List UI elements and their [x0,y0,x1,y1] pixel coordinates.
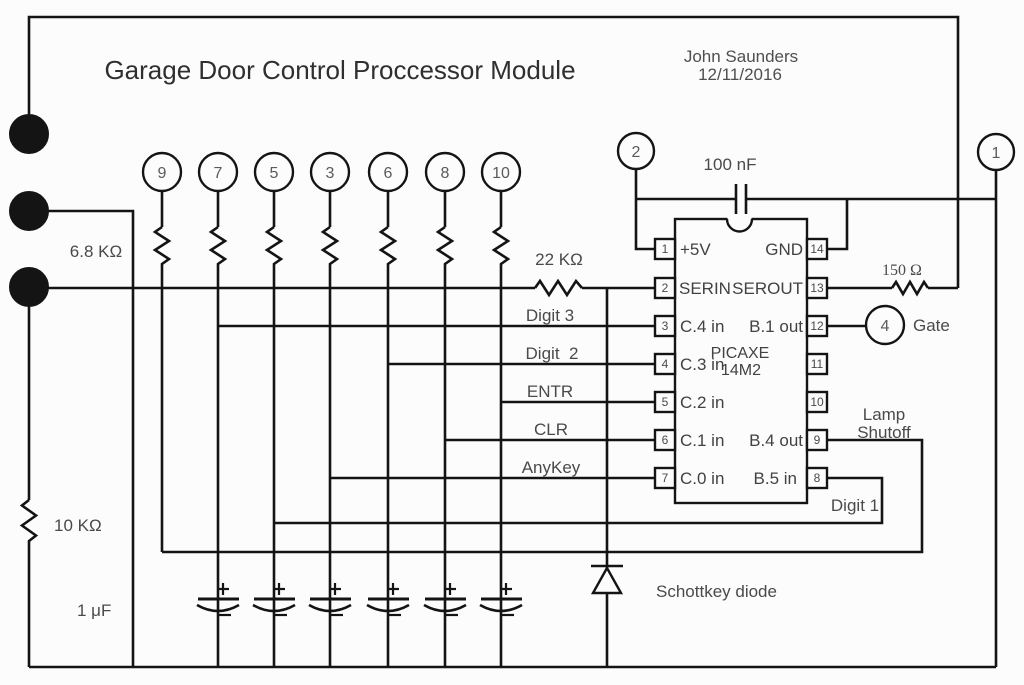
chip-left-pins: 1 2 3 4 5 6 7 +5V SERIN C.4 in C.3 in C.… [653,237,731,490]
capacitor [196,583,240,617]
pin-label-b4out: B.4 out [749,431,803,450]
terminal-black-bottom [9,267,49,307]
label-digit1: Digit 1 [831,496,879,515]
capacitor [423,583,467,617]
chip-name-line2: 14M2 [721,362,761,379]
label-100nf: 100 nF [704,155,757,174]
pin-number: 5 [662,395,669,409]
label-lamp-line2: Shutoff [857,423,911,442]
capacitor [308,583,352,617]
picaxe-chip: PICAXE 14M2 [673,216,809,505]
pin-number: 7 [662,471,669,485]
top-supply-line [634,169,998,251]
terminal-black-top [9,114,49,154]
keypad-terminal-label: 7 [214,165,223,182]
digit1-loop [274,476,884,525]
pin-number: 4 [662,357,669,371]
pin-number: 9 [814,433,821,447]
resistor-10k-zigzag [19,498,39,545]
resistor-22k-zigzag [533,278,583,298]
pin-label-b5in: B.5 in [754,469,797,488]
pin-number: 11 [811,357,824,371]
label-schottky-diode: Schottkey diode [656,582,777,601]
pin-label-b1out: B.1 out [749,317,803,336]
keypad-resistors [152,225,511,268]
resistor-150-zigzag [890,279,930,297]
author-name: John Saunders [684,47,798,66]
pin-label-c2in: C.2 in [680,393,724,412]
label-6.8k: 6.8 KΩ [70,242,122,261]
label-entr: ENTR [527,382,573,401]
label-10k: 10 KΩ [54,516,102,535]
label-22k: 22 KΩ [535,250,583,269]
terminal-black-mid [9,191,49,231]
pin-label-c1in: C.1 in [680,431,724,450]
label-clr: CLR [534,420,568,439]
chip-name-line1: PICAXE [711,345,770,362]
keypad-columns [160,268,503,667]
diode-triangle [590,565,624,595]
pin-label-serout: SEROUT [732,279,803,298]
keypad-terminal-label: 6 [384,165,393,182]
terminal-2-label: 2 [632,144,641,161]
terminal-gate [864,304,906,346]
pin-label-c3in: C.3 in [680,355,724,374]
schottky-diode [590,564,624,595]
pin-number: 3 [662,319,669,333]
label-anykey: AnyKey [522,458,581,477]
serout-line [827,279,958,297]
pin-number: 6 [662,433,669,447]
ground-bottom-bus [29,199,998,669]
keypad-terminal-label: 5 [270,165,279,182]
page-title: Garage Door Control Proccessor Module [104,55,575,85]
terminal-gate-label: 4 [881,318,890,335]
pin-number: 1 [662,242,669,256]
pin-number: 14 [810,242,824,256]
terminal-1-label: 1 [992,145,1001,162]
pin-number: 2 [662,281,669,295]
black-terminals [9,114,49,307]
input-pin-lines [218,324,655,480]
chip-notch [725,218,754,233]
pin-label-c4in: C.4 in [680,317,724,336]
keypad-terminal-label: 8 [441,165,450,182]
pin-number: 12 [810,319,824,333]
keypad-stems [160,191,503,227]
pin-label-gnd: GND [765,240,803,259]
label-150: 150 Ω [882,262,922,279]
chip-right-pins: 14 13 12 11 10 9 8 GND SEROUT B.1 out B.… [732,237,829,490]
power-top-bus [27,15,960,288]
pin-number: 8 [814,471,821,485]
pin-number: 13 [810,281,824,295]
lamp-shutoff-loop [162,438,924,554]
keypad-terminal-label: 3 [326,165,335,182]
label-gate: Gate [913,316,950,335]
capacitor [366,583,410,617]
storage-capacitors [196,583,523,617]
pin-label-5v: +5V [680,240,711,259]
keypad-terminals: 9 7 5 3 6 8 10 [141,151,522,193]
pin-label-serin: SERIN [679,279,731,298]
terminal-1 [976,132,1016,172]
label-lamp-line1: Lamp [863,405,906,424]
pin-number: 10 [810,395,824,409]
author-date: 12/11/2016 [698,65,782,84]
terminal-2 [616,131,656,171]
keypad-terminal-label: 10 [492,165,510,182]
capacitor [479,583,523,617]
label-digit3: Digit 3 [526,306,574,325]
label-1uf: 1 μF [77,601,111,620]
pin-label-c0in: C.0 in [680,469,724,488]
left-bus-wires [19,209,135,667]
capacitor [252,583,296,617]
keypad-terminal-label: 9 [158,165,167,182]
label-digit2: Digit 2 [526,344,579,363]
io-terminals: 2 1 4 [616,131,1016,346]
